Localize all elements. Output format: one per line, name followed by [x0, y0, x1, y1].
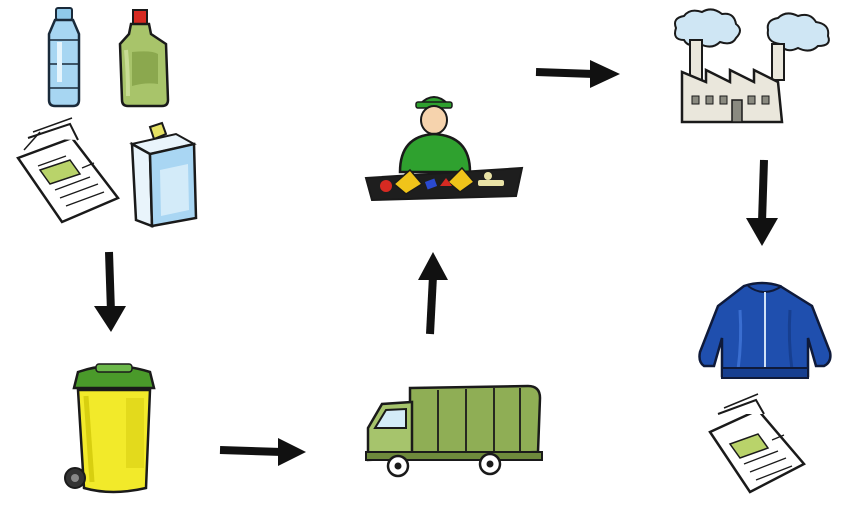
yellow-wheelie-bin-icon	[65, 364, 154, 492]
milk-carton-icon	[132, 123, 196, 226]
arrow-up-truck-to-sorting	[418, 252, 448, 334]
arrow-down-items-to-bin	[94, 252, 126, 332]
arrow-right-bin-to-truck	[220, 438, 306, 466]
factory-icon	[675, 9, 829, 122]
arrow-right-sorting-to-factory	[536, 60, 620, 88]
water-bottle-icon	[49, 8, 79, 106]
garbage-truck-icon	[366, 386, 542, 476]
arrow-down-factory-to-products	[746, 160, 778, 246]
newspaper-icon	[710, 394, 804, 492]
newspaper-icon	[18, 118, 118, 222]
sorting-worker-icon	[366, 97, 522, 200]
jacket-icon	[700, 283, 831, 378]
detergent-bottle-icon	[120, 10, 168, 106]
